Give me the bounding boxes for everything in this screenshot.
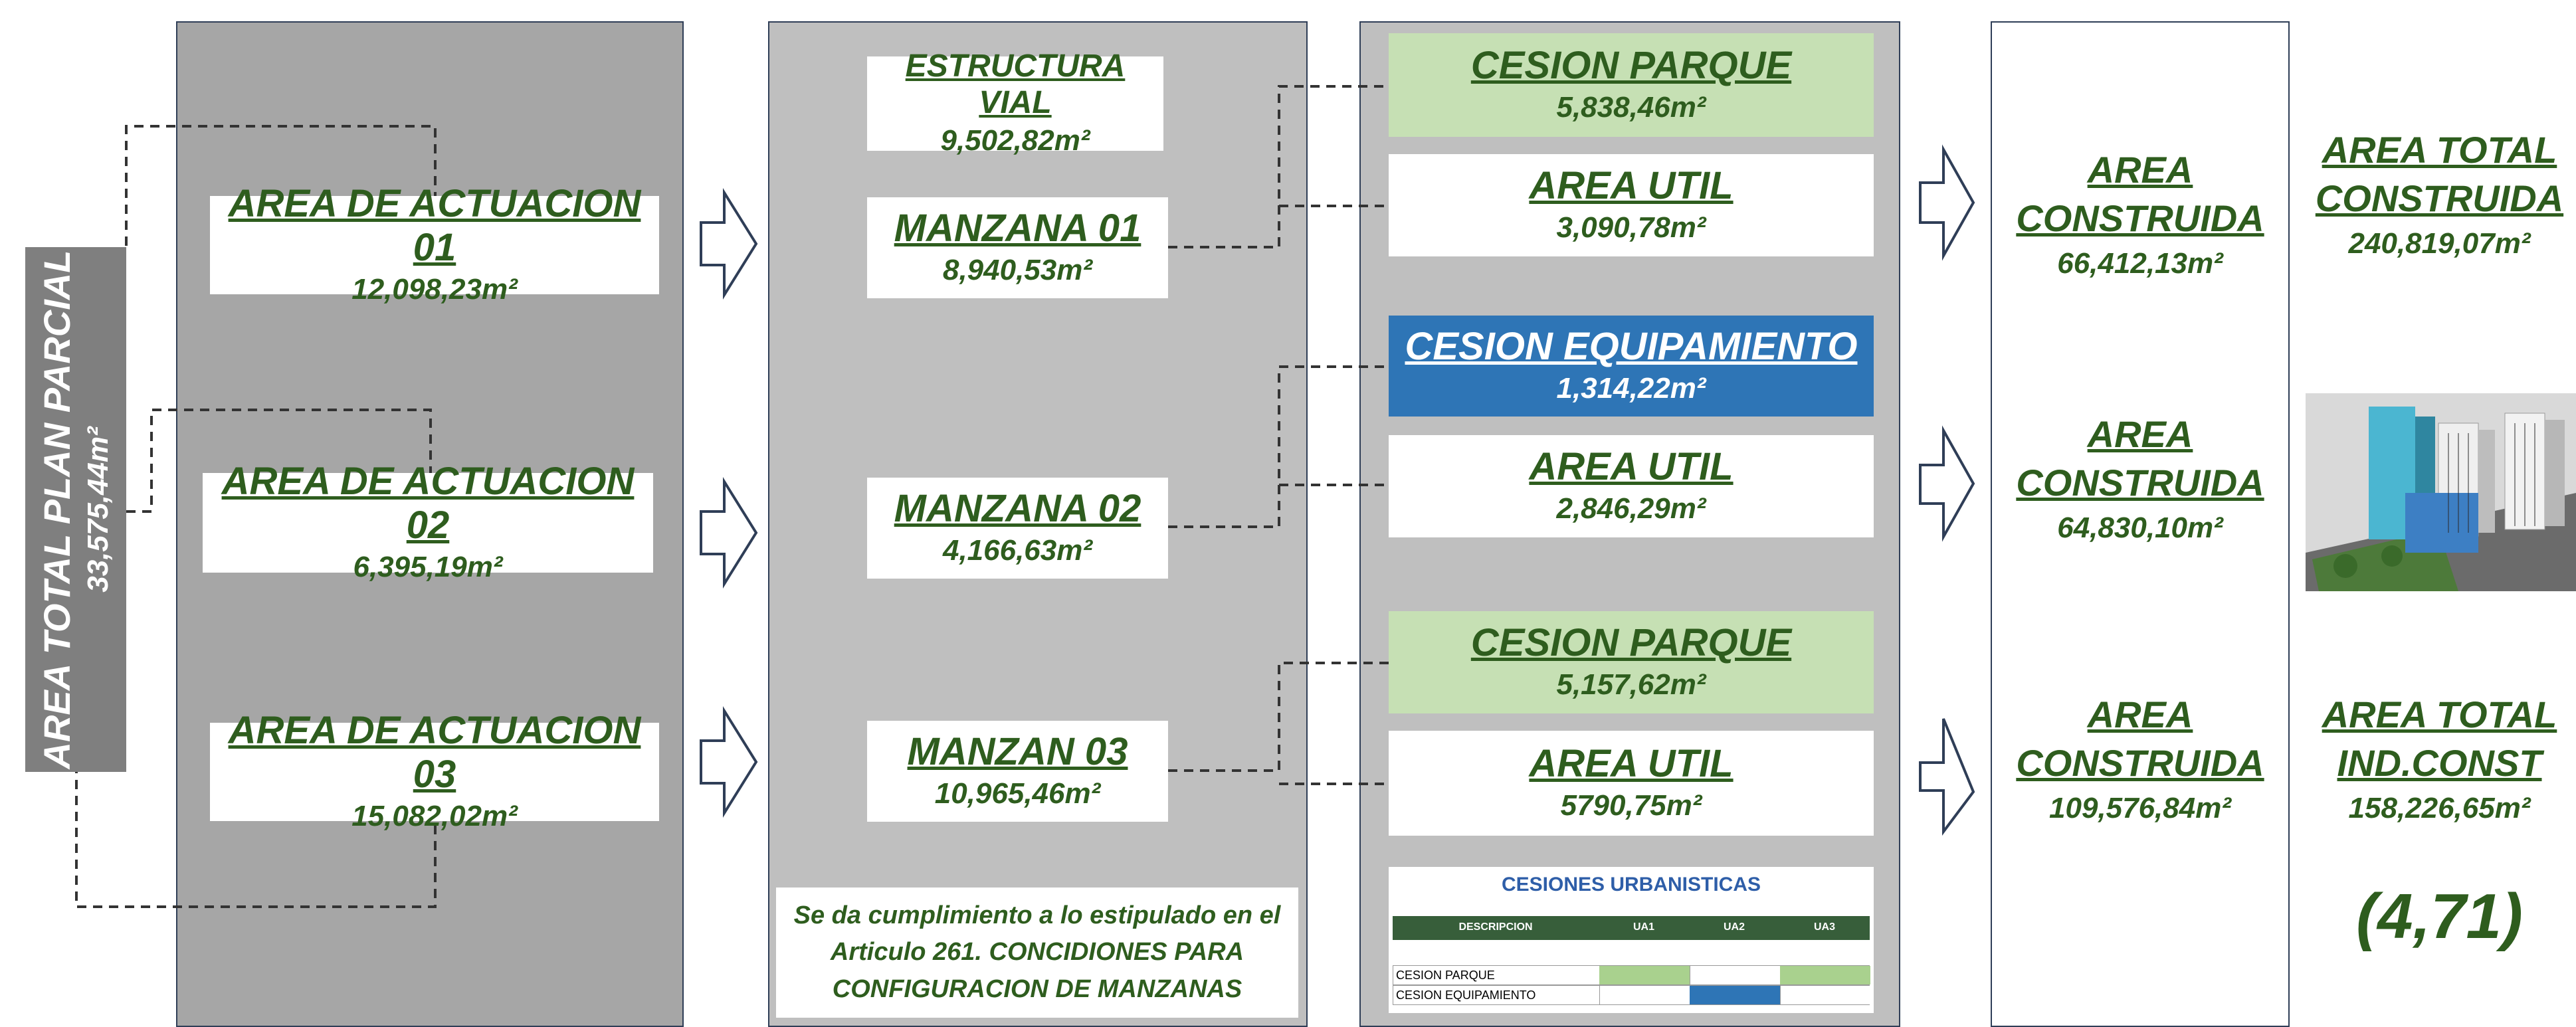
manzana-03-value: 10,965,46m² <box>934 777 1101 810</box>
note-text: Se da cumplimiento a lo estipulado en el… <box>793 901 1281 1003</box>
area-total-ind-const-label1: AREA TOTAL <box>2322 694 2557 735</box>
legend-row-equipamiento-label: CESION EQUIPAMIENTO <box>1396 988 1536 1002</box>
arrow-2-icon <box>700 477 758 589</box>
legend-row-equipamiento: CESION EQUIPAMIENTO <box>1393 985 1871 1005</box>
area-actuacion-03-label: AREA DE ACTUACION 03 <box>228 708 641 796</box>
estructura-vial: ESTRUCTURA VIAL 9,502,82m² <box>867 48 1163 157</box>
note-box: Se da cumplimiento a lo estipulado en el… <box>776 887 1298 1018</box>
cesion-parque-2-value: 5,157,62m² <box>1556 668 1706 701</box>
area-total-construida-label2: CONSTRUIDA <box>2315 177 2564 219</box>
arrow-6-icon <box>1919 718 1975 836</box>
construida-panel <box>1991 21 2290 1027</box>
connector-total-ua3 <box>75 764 437 908</box>
cesion-equipamiento-label: CESION EQUIPAMIENTO <box>1405 325 1858 369</box>
area-total-construida: AREA TOTAL CONSTRUIDA 240,819,07m² <box>2303 126 2576 264</box>
area-total-ind-const-label2: IND.CONST <box>2337 741 2542 784</box>
estructura-vial-value: 9,502,82m² <box>940 124 1090 157</box>
manzana-02-value: 4,166,63m² <box>942 533 1093 567</box>
manzana-03: MANZAN 03 10,965,46m² <box>867 721 1168 822</box>
manzana-02: MANZANA 02 4,166,63m² <box>867 478 1168 579</box>
area-actuacion-01: AREA DE ACTUACION 01 12,098,23m² <box>210 182 659 306</box>
area-actuacion-01-label: AREA DE ACTUACION 01 <box>228 181 641 270</box>
total-plan-label: AREA TOTAL PLAN PARCIAL <box>35 250 78 769</box>
area-total-ind-const-value: 158,226,65m² <box>2348 791 2531 824</box>
manzana-01-label: MANZANA 01 <box>894 207 1141 250</box>
connector-total-ua1 <box>125 125 437 246</box>
area-construida-3-label2: CONSTRUIDA <box>2016 741 2264 784</box>
area-construida-1-label1: AREA <box>2087 149 2193 191</box>
area-util-2-value: 2,846,29m² <box>1556 492 1706 525</box>
legend-row-parque-label: CESION PARQUE <box>1396 969 1495 982</box>
area-util-2-label: AREA UTIL <box>1529 445 1734 489</box>
legend-cell-equip-ua2 <box>1690 986 1780 1004</box>
manzana-03-label: MANZAN 03 <box>907 730 1128 774</box>
arrow-4-icon <box>1919 144 1975 261</box>
area-total-ind-const: AREA TOTAL IND.CONST 158,226,65m² <box>2303 691 2576 828</box>
cesion-parque-1: CESION PARQUE 5,838,46m² <box>1389 33 1874 137</box>
area-actuacion-02-label: AREA DE ACTUACION 02 <box>221 459 635 547</box>
estructura-vial-label: ESTRUCTURA VIAL <box>905 48 1126 121</box>
area-construida-2: AREA CONSTRUIDA 64,830,10m² <box>2000 411 2280 548</box>
legend-cell-parque-ua3 <box>1780 966 1870 984</box>
legend-header-row: DESCRIPCION UA1 UA2 UA3 <box>1393 916 1870 940</box>
legend-title: CESIONES URBANISTICAS <box>1501 874 1761 895</box>
legend-cell-equip-ua3 <box>1780 986 1871 1004</box>
area-actuacion-03: AREA DE ACTUACION 03 15,082,02m² <box>210 709 659 832</box>
connector-mz2-cesiones <box>1168 365 1389 528</box>
cesion-parque-1-label: CESION PARQUE <box>1470 44 1792 88</box>
legend-header-ua3: UA3 <box>1813 921 1835 933</box>
cesion-parque-2: CESION PARQUE 5,157,62m² <box>1389 611 1874 713</box>
connector-mz1-cesiones <box>1168 85 1389 248</box>
area-util-2: AREA UTIL 2,846,29m² <box>1389 435 1874 537</box>
area-util-1-label: AREA UTIL <box>1529 164 1734 208</box>
index-ratio: (4,71) <box>2356 881 2523 952</box>
area-total-construida-label1: AREA TOTAL <box>2322 129 2557 171</box>
connector-total-ua2 <box>126 409 432 513</box>
arrow-5-icon <box>1919 425 1975 542</box>
legend-header-ua2: UA2 <box>1723 921 1745 933</box>
cesion-equipamiento: CESION EQUIPAMIENTO 1,314,22m² <box>1389 316 1874 417</box>
arrow-1-icon <box>700 188 758 300</box>
manzana-01-value: 8,940,53m² <box>942 253 1093 286</box>
area-actuacion-03-value: 15,082,02m² <box>351 800 518 833</box>
area-util-3: AREA UTIL 5790,75m² <box>1389 731 1874 836</box>
area-construida-1: AREA CONSTRUIDA 66,412,13m² <box>2000 146 2280 284</box>
area-construida-1-label2: CONSTRUIDA <box>2016 197 2264 239</box>
area-actuacion-02-value: 6,395,19m² <box>353 551 503 584</box>
legend-header-ua1: UA1 <box>1633 921 1654 933</box>
area-util-1-value: 3,090,78m² <box>1556 211 1706 244</box>
legend-cell-parque-ua2 <box>1690 966 1781 984</box>
arrow-3-icon <box>700 706 758 818</box>
legend-cell-equip-ua1 <box>1599 986 1690 1004</box>
legend-header-desc: DESCRIPCION <box>1458 921 1533 933</box>
area-util-3-label: AREA UTIL <box>1529 742 1734 786</box>
area-total-construida-value: 240,819,07m² <box>2348 227 2531 260</box>
area-actuacion-02: AREA DE ACTUACION 02 6,395,19m² <box>203 460 653 583</box>
area-util-1: AREA UTIL 3,090,78m² <box>1389 154 1874 256</box>
legend-row-parque: CESION PARQUE <box>1393 965 1870 985</box>
area-construida-2-label1: AREA <box>2087 413 2193 455</box>
area-actuacion-01-value: 12,098,23m² <box>351 273 518 306</box>
area-construida-1-value: 66,412,13m² <box>2057 246 2223 280</box>
area-construida-3-label1: AREA <box>2087 694 2193 735</box>
area-util-3-value: 5790,75m² <box>1560 789 1702 822</box>
building-rendering-image <box>2306 393 2576 591</box>
cesion-parque-2-label: CESION PARQUE <box>1470 621 1792 665</box>
legend-cell-parque-ua1 <box>1599 966 1690 984</box>
total-plan-value: 33,575,44m² <box>82 426 114 593</box>
manzana-01: MANZANA 01 8,940,53m² <box>867 197 1168 298</box>
cesion-equipamiento-value: 1,314,22m² <box>1556 371 1706 405</box>
total-plan-box: AREA TOTAL PLAN PARCIAL 33,575,44m² <box>25 247 126 772</box>
cesion-parque-1-value: 5,838,46m² <box>1556 90 1706 124</box>
manzana-02-label: MANZANA 02 <box>894 487 1141 531</box>
cesiones-legend: CESIONES URBANISTICAS DESCRIPCION UA1 UA… <box>1389 867 1874 1013</box>
connector-mz3-cesiones <box>1168 662 1389 785</box>
area-construida-2-label2: CONSTRUIDA <box>2016 461 2264 504</box>
area-construida-3-value: 109,576,84m² <box>2049 791 2231 824</box>
area-construida-2-value: 64,830,10m² <box>2057 511 2223 544</box>
area-construida-3: AREA CONSTRUIDA 109,576,84m² <box>2000 691 2280 828</box>
